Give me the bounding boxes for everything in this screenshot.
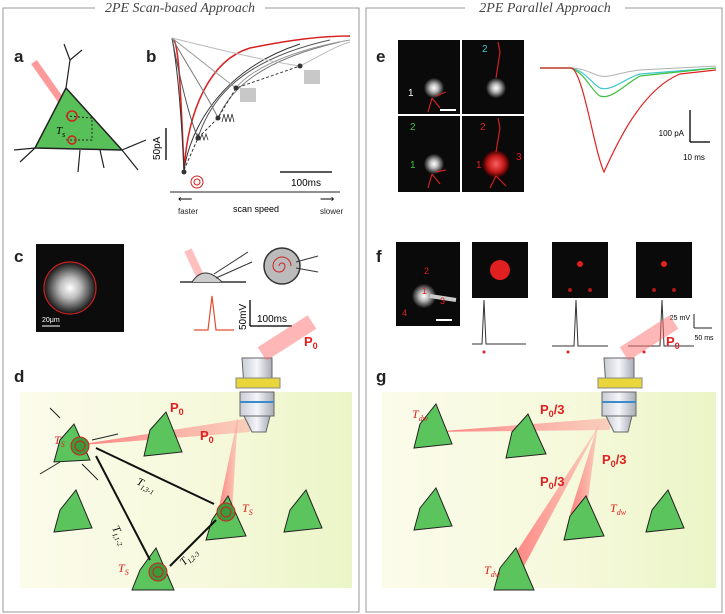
- panel-e-images: [398, 40, 524, 192]
- panel-f-num-1: 1: [422, 286, 427, 296]
- panel-e-scale-x: 10 ms: [683, 153, 705, 162]
- panel-c-scale-y: 50mV: [238, 304, 249, 330]
- panel-g-p03-c-sub: 0: [549, 481, 554, 491]
- panel-g-p03-c: P: [540, 474, 549, 489]
- panel-g-p03-b: P: [602, 452, 611, 467]
- panel-b-scale-x: 100ms: [291, 178, 321, 189]
- panel-d-p0-a: P: [170, 400, 179, 415]
- panel-g-tdw-3-sub: dw: [491, 570, 501, 579]
- svg-text:P0: P0: [304, 334, 318, 351]
- panel-e-num-4: 1: [410, 160, 416, 171]
- panel-g-label: g: [376, 367, 386, 386]
- panel-g-tdw-3: T: [484, 563, 492, 577]
- panel-c-schematic: [180, 247, 319, 331]
- panel-c-image: [36, 244, 124, 332]
- panel-b-arrow-left: ⟵: [178, 194, 192, 205]
- panel-g-p0: P: [666, 334, 675, 349]
- panel-b-label: b: [146, 47, 156, 66]
- svg-text:P0: P0: [666, 334, 680, 351]
- panel-f-label: f: [376, 247, 382, 266]
- panel-e-num-5: 2: [480, 122, 486, 133]
- panel-d-ts-3-sub: S: [249, 508, 253, 517]
- panel-g-p03-a-suffix: /3: [554, 402, 565, 417]
- panel-d-t12: T: [109, 524, 123, 536]
- panel-a-label: a: [14, 47, 24, 66]
- panel-d-scene: [20, 315, 352, 591]
- svg-text:Ts: Ts: [56, 125, 65, 139]
- panel-e-label: e: [376, 47, 385, 66]
- svg-text:Tdw: Tdw: [412, 407, 429, 423]
- panel-e-num-6: 1: [476, 160, 482, 171]
- panel-a-neuron: [13, 43, 147, 173]
- panel-d-ts-1: T: [54, 433, 62, 447]
- svg-text:P0/3: P0/3: [540, 402, 565, 419]
- panel-f-scale-y: 25 mV: [670, 315, 691, 322]
- svg-text:P0: P0: [200, 428, 214, 445]
- panel-b-axis-caption: scan speed: [233, 204, 279, 214]
- panel-e-num-1: 1: [408, 88, 414, 99]
- svg-text:P0: P0: [170, 400, 184, 417]
- svg-text:Tdw: Tdw: [610, 501, 627, 517]
- svg-text:P0/3: P0/3: [602, 452, 627, 469]
- panel-g-tdw-2: T: [610, 501, 618, 515]
- svg-text:Tdw: Tdw: [484, 563, 501, 579]
- panel-g-tdw-1-sub: dw: [419, 414, 429, 423]
- panel-d-p0-top: P: [304, 334, 313, 349]
- panel-c-label: c: [14, 247, 23, 266]
- panel-g-p03-b-suffix: /3: [616, 452, 627, 467]
- panel-a-ts-sub: s: [62, 130, 65, 139]
- panel-f-num-3: 3: [440, 296, 445, 306]
- panel-f-num-2: 2: [424, 266, 429, 276]
- panel-f-scale-x: 50 ms: [694, 335, 714, 342]
- panel-g-p03-b-sub: 0: [611, 459, 616, 469]
- panel-e-traces: [540, 65, 717, 174]
- svg-text:TS: TS: [242, 501, 253, 517]
- panel-g-p03-a-sub: 0: [549, 409, 554, 419]
- svg-text:P0/3: P0/3: [540, 474, 565, 491]
- panel-d-p0-b: P: [200, 428, 209, 443]
- panel-e-num-7: 3: [516, 152, 522, 163]
- panel-c-scale-x: 100ms: [257, 314, 287, 325]
- right-title: 2PE Parallel Approach: [479, 1, 610, 16]
- panel-b-arrow-right: ⟶: [320, 194, 334, 205]
- panel-b-scalebars: [165, 128, 340, 193]
- panel-b-scale-y: 50pA: [152, 136, 163, 160]
- panel-d-ts-3: T: [242, 501, 250, 515]
- panel-b-slower: slower: [320, 207, 343, 216]
- panel-d-t13: T: [135, 476, 146, 490]
- panel-d-ts-2-sub: S: [125, 568, 129, 577]
- panel-g-tdw-1: T: [412, 407, 420, 421]
- panel-g-p03-a: P: [540, 402, 549, 417]
- left-title: 2PE Scan-based Approach: [105, 1, 255, 16]
- panel-d-ts-1-sub: S: [61, 440, 65, 449]
- panel-e-num-3: 2: [410, 122, 416, 133]
- svg-text:TS: TS: [118, 561, 129, 577]
- panel-g-scene: [382, 315, 716, 591]
- panel-f-num-4: 4: [402, 308, 407, 318]
- panel-e-scale-y: 100 pA: [659, 129, 685, 138]
- panel-f-images: [396, 242, 692, 326]
- panel-b-traces: [171, 35, 351, 189]
- panel-g-p0-sub: 0: [675, 341, 680, 351]
- panel-g-tdw-2-sub: dw: [617, 508, 627, 517]
- panel-d-label: d: [14, 367, 24, 386]
- panel-b-faster: faster: [178, 207, 198, 216]
- panel-d-ts-2: T: [118, 561, 126, 575]
- panel-g-p03-c-suffix: /3: [554, 474, 565, 489]
- panel-a-ts: T: [56, 125, 63, 137]
- panel-d-p0-top-sub: 0: [313, 341, 318, 351]
- svg-text:TS: TS: [54, 433, 65, 449]
- panel-c-scalebar: 20μm: [42, 317, 60, 324]
- panel-e-num-2: 2: [482, 44, 488, 55]
- panel-d-p0-b-sub: 0: [209, 435, 214, 445]
- panel-d-p0-a-sub: 0: [179, 407, 184, 417]
